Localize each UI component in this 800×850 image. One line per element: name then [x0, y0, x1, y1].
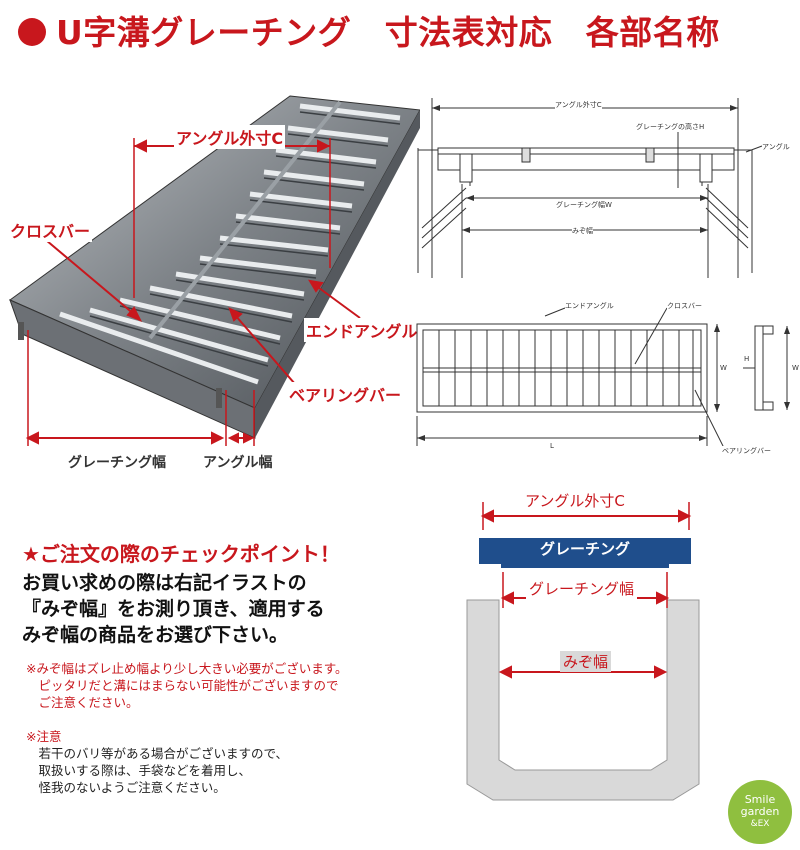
u-ditch-illustration [466, 502, 700, 801]
note2-line-3: 取扱いする際は、手袋などを着用し、 [26, 763, 252, 778]
cross-section-drawing [417, 98, 763, 278]
grating-plate [479, 538, 691, 564]
photo-label-angle-width: アングル幅 [203, 455, 273, 471]
note1-line-1: ※みぞ幅はズレ止め幅より少し大きい必要がございます。 [26, 661, 348, 676]
grating-end-face [255, 110, 420, 438]
plan-label-l: L [550, 442, 554, 450]
photo-label-crossbar: クロスバー [8, 218, 93, 242]
checkpoint-line-2: 『みぞ幅』をお測り頂き、適用する [22, 598, 325, 620]
section-label-angle-outer: アングル外寸C [522, 490, 628, 511]
note2-line-2: 若干のバリ等がある場合がございますので、 [26, 746, 289, 761]
logo-line-2: garden [740, 805, 780, 818]
section-label-grating-width: グレーチング幅 [526, 578, 638, 599]
section-label-ditch-width: みぞ幅 [560, 651, 612, 672]
plan-label-h: H [744, 355, 750, 363]
note2-line-4: 怪我のないようご注意ください。 [26, 780, 226, 795]
logo-line-3: &EX [750, 819, 770, 829]
plan-label-w: W [720, 364, 727, 372]
plan-bearing-bars [438, 330, 694, 406]
photo-label-bearing-bar: ベアリングバー [287, 382, 404, 406]
plan-label-side-w: W [792, 364, 799, 372]
checkpoint-text: お買い求めの際は右記イラストの 『みぞ幅』をお測り頂き、適用する みぞ幅の商品を… [22, 570, 442, 648]
photo-label-end-angle: エンドアングル [304, 318, 420, 342]
brand-logo: Smile garden &EX [728, 780, 792, 844]
drawing-label-angle-outer: アングル外寸C [555, 100, 602, 110]
stopper-right [216, 388, 222, 408]
bearing-bars [59, 103, 401, 385]
checkpoint-title: ★ご注文の際のチェックポイント！ [22, 542, 340, 566]
note1-line-2: ピッタリだと溝にはまらない可能性がございますので [26, 678, 339, 693]
note1-line-3: ご注意ください。 [26, 695, 139, 710]
drawing-label-angle: アングル [762, 142, 790, 152]
plan-view-drawing [416, 307, 790, 451]
section-label-grating: グレーチング [539, 540, 630, 558]
checkpoint-line-3: みぞ幅の商品をお選び下さい。 [22, 624, 289, 646]
checkpoint-line-1: お買い求めの際は右記イラストの [22, 572, 307, 594]
photo-annotations [25, 138, 361, 446]
note-caution: ※注意 若干のバリ等がある場合がございますので、 取扱いする際は、手袋などを着用… [26, 728, 446, 796]
bullet-icon [18, 18, 46, 46]
photo-label-angle-outer: アングル外寸C [174, 125, 286, 149]
crossbar-line [148, 100, 342, 340]
u-ditch-body [466, 599, 700, 801]
grating-plate-lip [501, 564, 669, 568]
page-title: U字溝グレーチング 寸法表対応 各部名称 [18, 6, 720, 54]
plan-label-end-angle: エンドアングル [565, 301, 614, 311]
stopper-left [18, 322, 24, 340]
photo-label-grating-width: グレーチング幅 [68, 455, 166, 471]
title-text: U字溝グレーチング 寸法表対応 各部名称 [56, 13, 720, 52]
drawing-label-ditch-width: みぞ幅 [572, 226, 593, 236]
drawing-label-grating-height: グレーチングの高さH [636, 122, 705, 132]
drawing-label-grating-width: グレーチング幅W [556, 200, 612, 210]
note-ditch-width: ※みぞ幅はズレ止め幅より少し大きい必要がございます。 ピッタリだと溝にはまらない… [26, 660, 446, 711]
plan-label-crossbar: クロスバー [667, 301, 702, 311]
note2-line-1: ※注意 [26, 729, 62, 744]
plan-label-bearing-bar: ベアリングバー [722, 446, 771, 456]
logo-line-1: Smile [744, 793, 776, 806]
grating-photo-illustration [9, 95, 420, 439]
